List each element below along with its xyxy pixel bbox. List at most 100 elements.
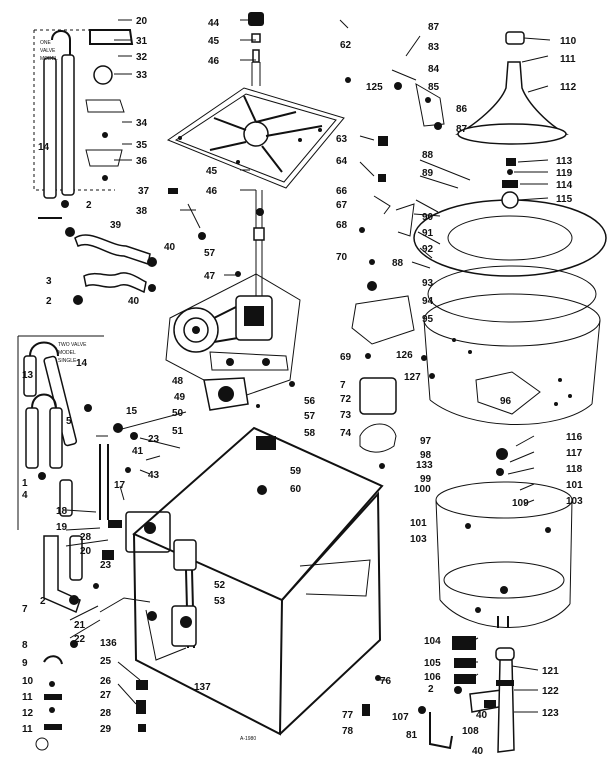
callout: 2 bbox=[428, 684, 434, 695]
callout: 90 bbox=[422, 212, 434, 223]
callout: 35 bbox=[136, 140, 148, 151]
two-valve-inset-line-2: MODEL bbox=[58, 350, 76, 356]
callout: 98 bbox=[420, 450, 432, 461]
callout: 40 bbox=[476, 710, 488, 721]
callout: 106 bbox=[424, 672, 441, 683]
callout: 88 bbox=[392, 258, 404, 269]
callout: 11 bbox=[22, 692, 33, 703]
callout: 133 bbox=[416, 460, 433, 471]
callout: 40 bbox=[472, 746, 484, 757]
callout: 17 bbox=[114, 480, 126, 491]
callout: 97 bbox=[420, 436, 432, 447]
callout: 22 bbox=[74, 634, 86, 645]
transmission bbox=[165, 273, 301, 411]
callout: 77 bbox=[342, 710, 354, 721]
center-shaft bbox=[168, 188, 265, 296]
callout: 27 bbox=[100, 690, 112, 701]
callout: 67 bbox=[336, 200, 348, 211]
callout: 116 bbox=[566, 432, 583, 443]
agitator bbox=[455, 31, 569, 209]
callout: 88 bbox=[422, 150, 434, 161]
callout: 104 bbox=[424, 636, 441, 647]
drain-parts bbox=[362, 636, 515, 753]
callout: 41 bbox=[132, 446, 144, 457]
callout: 58 bbox=[304, 428, 316, 439]
callout: 46 bbox=[208, 56, 220, 67]
callout: 62 bbox=[340, 40, 352, 51]
callout: 108 bbox=[462, 726, 479, 737]
callout: 63 bbox=[336, 134, 348, 145]
callout: 52 bbox=[214, 580, 226, 591]
callout: 14 bbox=[76, 358, 88, 369]
callout: 103 bbox=[410, 534, 427, 545]
callout: 12 bbox=[22, 708, 34, 719]
callout: 10 bbox=[22, 676, 34, 687]
callout: 92 bbox=[422, 244, 434, 255]
callout: 25 bbox=[100, 656, 112, 667]
two-valve-inset-line-3: SINGLE bbox=[58, 358, 77, 364]
callout: 91 bbox=[422, 228, 434, 239]
callout: 121 bbox=[542, 666, 559, 677]
callout: 107 bbox=[392, 712, 409, 723]
left-small-parts bbox=[35, 640, 78, 751]
callout: 66 bbox=[336, 186, 348, 197]
callout: 136 bbox=[100, 638, 117, 649]
callout: 74 bbox=[340, 428, 352, 439]
callout: 127 bbox=[404, 372, 421, 383]
callout: 11 bbox=[22, 724, 33, 735]
callout: 57 bbox=[304, 411, 316, 422]
callout: 122 bbox=[542, 686, 559, 697]
callout: 112 bbox=[560, 82, 577, 93]
callout: 28 bbox=[100, 708, 112, 719]
callout: 40 bbox=[128, 296, 140, 307]
callout: 78 bbox=[342, 726, 354, 737]
callout: 46 bbox=[206, 186, 218, 197]
callout: 2 bbox=[40, 596, 46, 607]
callout: 81 bbox=[406, 730, 418, 741]
callout: 47 bbox=[204, 271, 216, 282]
callout: 59 bbox=[290, 466, 302, 477]
callout: 15 bbox=[126, 406, 138, 417]
callout: 43 bbox=[148, 470, 160, 481]
hoses bbox=[38, 217, 157, 305]
callout: 23 bbox=[100, 560, 112, 571]
callout: 101 bbox=[410, 518, 427, 529]
part-number: A-1980 bbox=[240, 736, 256, 742]
callout: 123 bbox=[542, 708, 559, 719]
callout: 13 bbox=[22, 370, 34, 381]
callout: 33 bbox=[136, 70, 148, 81]
callout: 44 bbox=[208, 18, 220, 29]
callout: 23 bbox=[148, 434, 160, 445]
callout: 2 bbox=[86, 200, 92, 211]
callout: 76 bbox=[380, 676, 392, 687]
callout: 115 bbox=[556, 194, 573, 205]
one-valve-inset-line-1: ONE bbox=[40, 40, 52, 46]
one-valve-inset-line-2: VALVE bbox=[40, 48, 56, 54]
callout: 93 bbox=[422, 278, 434, 289]
callout: 89 bbox=[422, 168, 434, 179]
callout: 7 bbox=[22, 604, 28, 615]
callout: 45 bbox=[208, 36, 220, 47]
callout: 5 bbox=[66, 416, 72, 427]
callout: 26 bbox=[100, 676, 112, 687]
callout: 36 bbox=[136, 156, 148, 167]
callout: 85 bbox=[428, 82, 440, 93]
callout: 109 bbox=[512, 498, 529, 509]
callout: 99 bbox=[420, 474, 432, 485]
callout: 51 bbox=[172, 426, 184, 437]
callouts: 20 31 32 33 14 34 35 36 2 39 40 3 2 40 3… bbox=[22, 16, 583, 757]
tub-cover bbox=[345, 77, 607, 425]
pump bbox=[351, 281, 435, 469]
callout: 86 bbox=[456, 104, 468, 115]
callout: 117 bbox=[566, 448, 583, 459]
callout: 110 bbox=[560, 36, 577, 47]
callout: 101 bbox=[566, 480, 583, 491]
callout: 3 bbox=[46, 276, 52, 287]
callout: 50 bbox=[172, 408, 184, 419]
one-valve-inset bbox=[33, 29, 134, 208]
callout: 21 bbox=[74, 620, 86, 631]
callout: 37 bbox=[138, 186, 150, 197]
callout: 53 bbox=[214, 596, 226, 607]
callout: 103 bbox=[566, 496, 583, 507]
